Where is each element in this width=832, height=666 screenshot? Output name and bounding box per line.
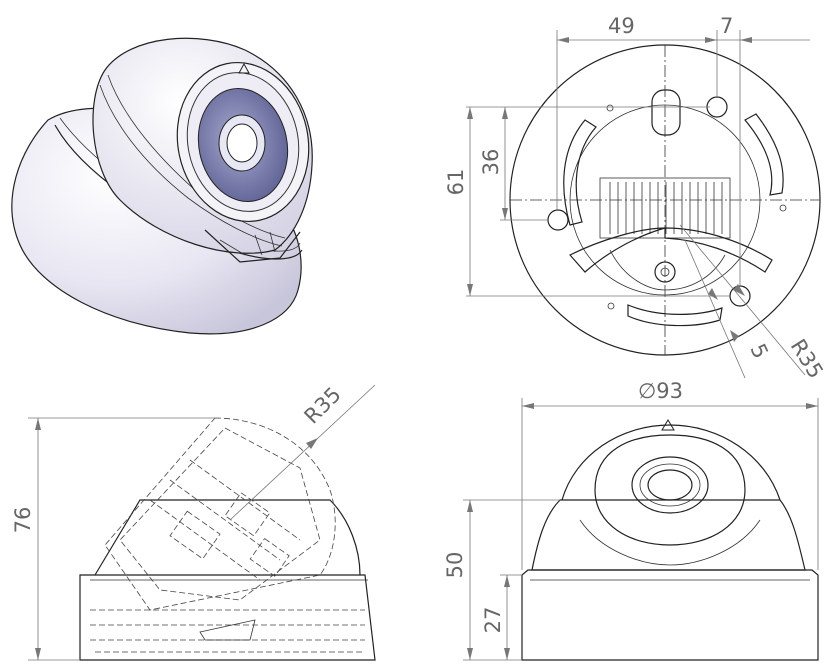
dim-front-height: 50 [443, 552, 467, 579]
dim-slot-width: 5 [745, 340, 772, 362]
front-base [521, 569, 819, 661]
top-hole-2 [547, 209, 569, 231]
side-tilted-body-2 [119, 427, 321, 601]
front-shell [531, 499, 806, 571]
side-view: 76 R35 [11, 382, 376, 661]
top-bowl [609, 249, 726, 291]
iso-dome-seam-2 [99, 84, 283, 247]
front-view: ∅93 50 27 [443, 379, 819, 661]
iso-bracket [204, 229, 301, 263]
dim-height-outer: 61 [444, 169, 468, 196]
top-slot-right [744, 113, 784, 196]
front-lens-ring [639, 463, 701, 507]
front-triangle-mark [661, 419, 675, 431]
front-lens-glass [647, 469, 693, 501]
side-internal-hatch [90, 609, 365, 653]
top-vent-grille [599, 177, 731, 239]
front-dome-bottom [579, 519, 761, 566]
dim-top-offset: 7 [720, 14, 733, 38]
top-center-boss [654, 261, 676, 283]
top-slot-bottom [627, 304, 723, 327]
dim-diameter: ∅93 [638, 379, 683, 403]
front-lens-bezel [631, 456, 709, 514]
top-view: 49 7 61 36 R35 5 [444, 14, 828, 383]
side-dome [94, 499, 361, 576]
dim-side-radius: R35 [300, 382, 346, 428]
top-arm-right [664, 227, 773, 273]
iso-bracket-2 [219, 231, 276, 256]
dim-height-inner: 36 [479, 149, 503, 176]
dim-side-height: 76 [11, 507, 35, 534]
top-pin [651, 89, 681, 136]
dim-front-base: 27 [481, 607, 505, 634]
front-lens-housing [594, 434, 746, 546]
top-slot-left [563, 119, 597, 226]
front-dome [561, 424, 781, 501]
side-base [79, 574, 376, 661]
dim-top-width: 49 [608, 14, 635, 38]
iso-lens-glass [226, 123, 258, 163]
dim-radius-top: R35 [786, 335, 828, 383]
isometric-view [11, 37, 313, 335]
iso-triangle-mark [238, 62, 250, 74]
side-tilted-body [104, 417, 336, 611]
